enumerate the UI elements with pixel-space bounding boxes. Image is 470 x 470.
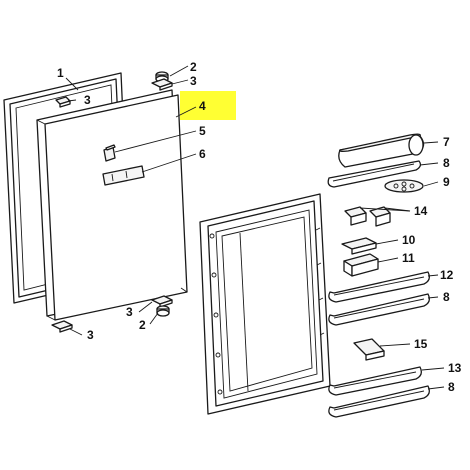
flap-part-15	[353, 338, 385, 361]
callout-9: 9	[443, 175, 450, 189]
bottom-left-hinge-pad	[51, 320, 73, 333]
door-panel-part-4	[36, 89, 188, 321]
callout-3-bottom-left: 3	[87, 328, 94, 342]
callout-4: 4	[199, 99, 206, 113]
callout-15: 15	[414, 337, 428, 351]
callout-13: 13	[448, 361, 462, 375]
callout-6: 6	[199, 147, 206, 161]
top-hinge-parts	[151, 71, 173, 91]
butter-compartment-part-7	[338, 133, 425, 168]
callout-10: 10	[402, 233, 416, 247]
bracket-part-5	[103, 144, 116, 162]
door-tray-part-13	[328, 366, 422, 396]
callout-8-top: 8	[443, 156, 450, 170]
bottom-hinge-parts	[151, 295, 173, 317]
callout-12: 12	[440, 268, 454, 282]
door-tray-part-8-bottom	[328, 385, 430, 418]
callout-2-bottom: 2	[139, 318, 146, 332]
deep-box-part-11	[343, 253, 379, 277]
inner-door-liner	[199, 193, 331, 415]
callout-14: 14	[414, 204, 428, 218]
callout-8-bottom: 8	[448, 380, 455, 394]
callout-2-top: 2	[190, 60, 197, 74]
callout-5: 5	[199, 124, 206, 138]
door-tray-part-12	[328, 271, 430, 303]
handle-part-6	[102, 165, 145, 186]
callout-1: 1	[57, 66, 64, 80]
callout-3-bottom: 3	[126, 305, 133, 319]
egg-tray-part-9	[384, 179, 424, 193]
leader-lines	[65, 65, 445, 390]
callout-3-top: 3	[190, 74, 197, 88]
door-tray-part-8-mid	[328, 293, 430, 326]
callout-3-gasket: 3	[84, 93, 91, 107]
callout-7: 7	[443, 135, 450, 149]
door-tray-part-8-top	[327, 160, 422, 188]
part-4-highlight	[180, 91, 236, 120]
callout-11: 11	[402, 251, 415, 265]
callout-8-mid: 8	[443, 290, 450, 304]
small-box-part-10	[341, 237, 377, 255]
callout-labels: 1 2 3 3 4 5 6 7 8 9 14 10 11 12 8 15 13 …	[57, 60, 462, 394]
clips-part-14	[344, 206, 391, 227]
